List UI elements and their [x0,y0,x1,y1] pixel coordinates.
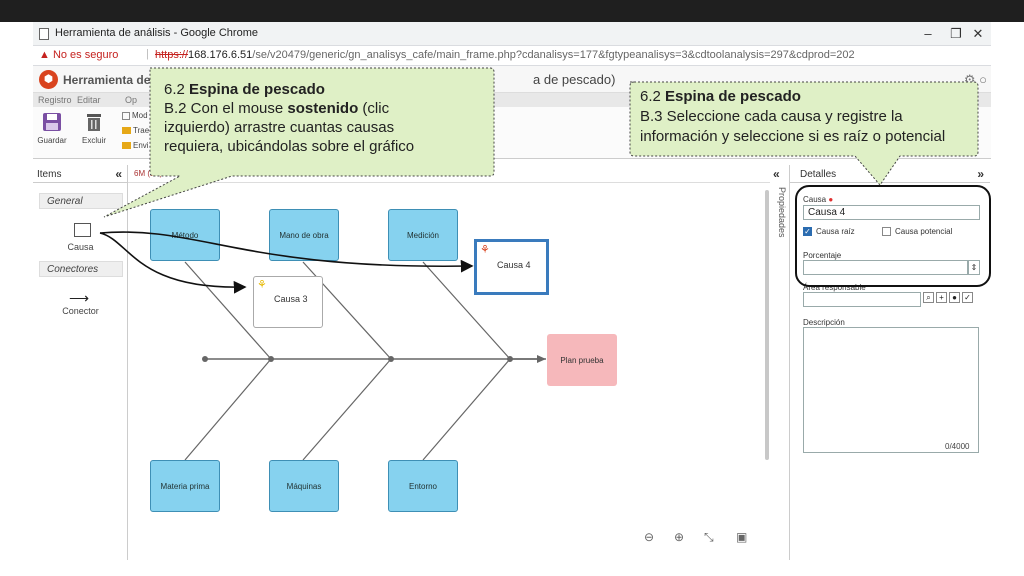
address-separator: | [146,48,149,60]
user-icon[interactable]: ● [949,292,960,303]
causa-item-label[interactable]: Causa [67,242,94,252]
tab-registro[interactable]: Registro [38,95,72,105]
ribbon-traer[interactable]: Trae [122,126,149,135]
collapse-properties-icon[interactable]: « [773,167,780,181]
close-button[interactable]: ✕ [972,26,984,41]
browser-title-bar: Herramienta de análisis - Google Chrome … [33,22,991,46]
cause-icon: ⚘ [480,244,490,256]
items-title: Items [37,169,62,180]
save-button[interactable]: Guardar [35,111,69,145]
screen-top-bar [0,0,1024,22]
url-scheme: https:// [155,49,189,61]
canvas-scrollbar[interactable] [765,190,769,460]
descripcion-textarea[interactable] [803,327,979,453]
save-icon [43,113,61,131]
cause-icon: ⚘ [257,279,267,291]
causa-field-label: Causa ● [803,195,834,204]
callout-right-heading: 6.2 Espina de pescado [640,88,801,105]
group-general[interactable]: General [39,193,123,209]
tab-opciones[interactable]: Op [125,95,138,105]
items-panel: Items « General Causa Conectores ⟶ Conec… [33,165,128,560]
checkbox-checked-icon: ✓ [803,227,812,237]
zoom-out-icon[interactable]: ⊖ [644,530,655,544]
node-effect[interactable]: Plan prueba [547,334,617,386]
group-conectores[interactable]: Conectores [39,261,123,277]
callout-left-line1: B.2 Con el mouse sostenido (clic [164,100,390,117]
node-medicion[interactable]: Medición [388,209,458,261]
porcentaje-stepper[interactable]: ⇕ [968,260,980,275]
node-materia-prima[interactable]: Materia prima [150,460,220,512]
highlight-frame [795,185,991,287]
properties-vertical-label[interactable]: Propiedades [777,187,787,238]
callout-right-line2: información y seleccione si es raíz o po… [640,128,946,145]
app-title: Herramienta de anál [63,73,178,87]
cause-node-3[interactable]: ⚘ Causa 3 [253,276,323,328]
callout-left-line3: requiera, ubicándolas sobre el gráfico [164,138,415,155]
connector-arrow-icon[interactable]: ⟶ [69,290,90,306]
callout-left-line2: izquierdo) arrastre cuantas causas [164,119,395,136]
analysis-title: a de pescado) [533,72,616,87]
search-icon[interactable]: ⌕ [923,292,934,303]
descripcion-label: Descripción [803,318,845,327]
items-header: Items « [33,165,128,183]
porcentaje-label: Porcentaje [803,251,842,260]
checkbox-empty-icon [882,227,891,237]
delete-label: Excluir [81,136,106,145]
fishbone-lines [184,261,546,461]
zoom-toolbar: ⊖ ⊕ ⤡ ▣ [644,530,754,546]
collapse-items-icon[interactable]: « [115,167,122,181]
url-host: 168.176.6.51 [188,49,253,61]
char-counter: 0/4000 [945,442,970,451]
ribbon-enviar[interactable]: Envi [122,141,149,150]
details-header: Detalles » [790,165,990,183]
address-bar[interactable]: ▲ No es seguro | https://168.176.6.51/se… [33,46,991,66]
url-path: /se/v20479/generic/gn_analisys_cafe/main… [252,49,855,61]
trash-icon [87,114,101,131]
collapse-details-icon[interactable]: » [977,167,984,181]
causa-input[interactable] [803,205,980,220]
cause-4-label: Causa 4 [497,260,531,270]
maximize-button[interactable]: ❐ [950,26,962,41]
properties-strip: « Propiedades [770,165,790,560]
not-secure-indicator[interactable]: ▲ No es seguro [39,49,119,61]
fit-screen-icon[interactable]: ⤡ [704,530,714,544]
details-title: Detalles [800,169,837,180]
delete-button[interactable]: Excluir [77,111,111,145]
ribbon-mod[interactable]: Mod [122,111,148,120]
causa-item-icon[interactable] [74,223,91,237]
clear-icon[interactable]: ✓ [962,292,973,303]
node-mano-de-obra[interactable]: Mano de obra [269,209,339,261]
diagram-canvas[interactable]: Método Mano de obra Medición Materia pri… [128,183,770,560]
cause-node-4[interactable]: ⚘ Causa 4 [474,239,549,295]
cause-3-label: Causa 3 [274,294,308,304]
page-icon [39,28,49,40]
node-entorno[interactable]: Entorno [388,460,458,512]
callout-right-line1: B.3 Seleccione cada causa y registre la [640,108,903,125]
app-logo-icon: ⬢ [39,70,58,89]
url-text[interactable]: https://168.176.6.51/se/v20479/generic/g… [155,49,855,61]
tab-editar[interactable]: Editar [77,95,101,105]
causa-raiz-checkbox[interactable]: ✓Causa raíz [803,227,855,237]
save-label: Guardar [37,136,67,145]
required-icon: ● [828,195,834,204]
export-image-icon[interactable]: ▣ [736,530,748,544]
callout-left-heading: 6.2 Espina de pescado [164,81,325,98]
minimize-button[interactable]: – [924,26,932,41]
porcentaje-input[interactable] [803,260,968,275]
zoom-in-icon[interactable]: ⊕ [674,530,685,544]
area-responsable-label: Área responsable [803,283,866,292]
area-responsable-input[interactable] [803,292,921,307]
add-icon[interactable]: + [936,292,947,303]
connector-item-label[interactable]: Conector [62,306,99,316]
window-title: Herramienta de análisis - Google Chrome [55,27,258,39]
node-maquinas[interactable]: Máquinas [269,460,339,512]
causa-potencial-checkbox[interactable]: Causa potencial [882,227,952,237]
